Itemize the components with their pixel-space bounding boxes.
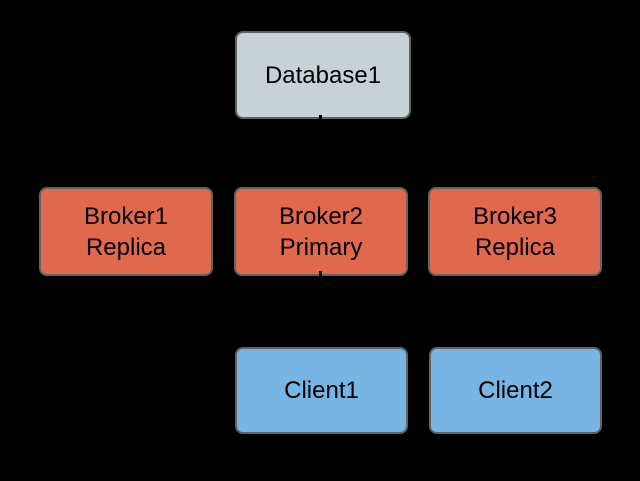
node-client1-label: Client1 — [284, 377, 359, 404]
node-broker3-replica: Broker3 Replica — [428, 187, 602, 276]
node-client2-label: Client2 — [478, 377, 553, 404]
node-broker1-label-line1: Broker1 — [83, 202, 169, 230]
node-database1-label: Database1 — [264, 61, 382, 89]
node-broker2-primary: Broker2 Primary — [234, 187, 408, 276]
node-broker3-label-line1: Broker3 — [472, 202, 558, 230]
node-broker1-replica: Broker1 Replica — [39, 187, 213, 276]
node-database1: Database1 — [235, 31, 411, 119]
node-broker3-label-line2: Replica — [474, 233, 556, 261]
node-client1: Client1 — [235, 347, 408, 434]
node-broker2-label-line2: Primary — [279, 233, 363, 261]
node-broker2-label-line1: Broker2 — [278, 202, 364, 230]
node-client2: Client2 — [429, 347, 602, 434]
node-broker1-label-line2: Replica — [85, 233, 167, 261]
